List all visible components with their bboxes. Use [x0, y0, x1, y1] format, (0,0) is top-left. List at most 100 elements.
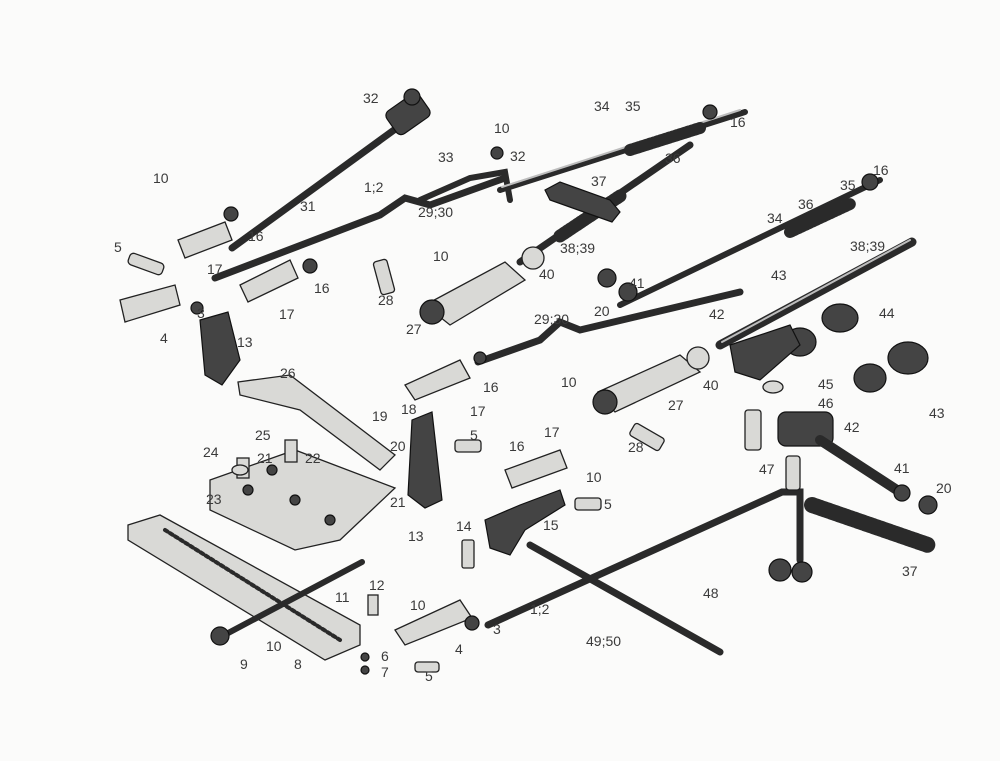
part-label: 40 [703, 377, 719, 393]
part-label: 9 [240, 656, 248, 672]
part-label: 36 [798, 196, 814, 212]
part-label: 8 [294, 656, 302, 672]
part-label: 17 [470, 403, 486, 419]
part-label: 21 [257, 450, 273, 466]
part-label: 29;30 [418, 204, 453, 220]
clevis-27-upper [419, 261, 527, 326]
part-label: 3 [197, 305, 205, 321]
bracket-37-upper [544, 181, 621, 223]
lever-13-upper [199, 311, 241, 386]
part-label: 37 [591, 173, 607, 189]
lever-44 [783, 303, 929, 393]
part-label: 21 [390, 494, 406, 510]
part-label: 1;2 [530, 601, 550, 617]
part-label: 38;39 [850, 238, 885, 254]
part-label: 16 [873, 162, 889, 178]
rod-34-36-right [617, 177, 883, 308]
part-label: 10 [494, 120, 510, 136]
part-label: 5 [114, 239, 122, 255]
pins-and-bolts [127, 88, 938, 675]
bracket-8 [127, 514, 361, 661]
part-label: 19 [372, 408, 388, 424]
part-label: 35 [840, 177, 856, 193]
part-label: 17 [544, 424, 560, 440]
bracket-26 [237, 374, 396, 471]
rod-29-30-middle [474, 288, 744, 366]
clevis-4-upper [119, 284, 181, 323]
part-label: 10 [586, 469, 602, 485]
part-label: 47 [759, 461, 775, 477]
part-label: 28 [628, 439, 644, 455]
part-label: 5 [604, 496, 612, 512]
part-label: 33 [438, 149, 454, 165]
part-label: 5 [470, 427, 478, 443]
part-label: 13 [408, 528, 424, 544]
part-label: 1;2 [364, 179, 384, 195]
part-label: 41 [629, 275, 645, 291]
part-label: 15 [543, 517, 559, 533]
part-label: 34 [594, 98, 610, 114]
part-label: 16 [730, 114, 746, 130]
part-label: 5 [425, 668, 433, 684]
part-label: 6 [381, 648, 389, 664]
part-label: 20 [936, 480, 952, 496]
part-label: 38;39 [560, 240, 595, 256]
part-label: 10 [266, 638, 282, 654]
lever-13-lower [407, 411, 443, 509]
part-label: 10 [433, 248, 449, 264]
part-label: 3 [493, 621, 501, 637]
part-label: 40 [539, 266, 555, 282]
part-label: 4 [455, 641, 463, 657]
spring-37-lower [804, 497, 936, 553]
part-label: 32 [510, 148, 526, 164]
lever-42-lower [777, 411, 905, 497]
part-label: 46 [818, 395, 834, 411]
rod-1-2-lower [484, 488, 813, 629]
part-label: 45 [818, 376, 834, 392]
part-label: 25 [255, 427, 271, 443]
part-label: 20 [390, 438, 406, 454]
part-label: 28 [378, 292, 394, 308]
rod-31 [228, 92, 431, 252]
part-label: 14 [456, 518, 472, 534]
part-label: 42 [709, 306, 725, 322]
part-label: 10 [153, 170, 169, 186]
clevis-4-lower [394, 599, 473, 646]
part-label: 32 [363, 90, 379, 106]
part-label: 29;30 [534, 311, 569, 327]
part-label: 10 [561, 374, 577, 390]
clevis-17-group [177, 221, 568, 489]
part-label: 49;50 [586, 633, 621, 649]
lever-15 [484, 489, 566, 556]
part-label: 37 [902, 563, 918, 579]
part-label: 20 [594, 303, 610, 319]
part-label: 12 [369, 577, 385, 593]
part-label: 11 [335, 589, 350, 605]
part-label: 34 [767, 210, 783, 226]
part-label: 27 [668, 397, 684, 413]
part-label: 16 [483, 379, 499, 395]
part-label: 31 [300, 198, 316, 214]
rod-38-39-right [715, 237, 917, 350]
rod-49-50 [526, 541, 724, 656]
part-label: 22 [305, 450, 321, 466]
part-label: 13 [237, 334, 253, 350]
rod-11 [210, 559, 365, 646]
part-label: 16 [509, 438, 525, 454]
lever-42-upper [729, 324, 801, 381]
rod-34-36-upper [497, 109, 748, 193]
part-label: 16 [248, 228, 264, 244]
part-label: 10 [410, 597, 426, 613]
callout-labels: 32 34 35 16 10 33 32 36 10 1;2 31 37 16 … [114, 90, 952, 684]
part-label: 42 [844, 419, 860, 435]
part-label: 27 [406, 321, 422, 337]
part-label: 17 [279, 306, 295, 322]
part-label: 36 [665, 150, 681, 166]
part-label: 44 [879, 305, 895, 321]
part-label: 18 [401, 401, 417, 417]
part-label: 23 [206, 491, 222, 507]
part-label: 4 [160, 330, 168, 346]
nut-40 [521, 246, 710, 370]
